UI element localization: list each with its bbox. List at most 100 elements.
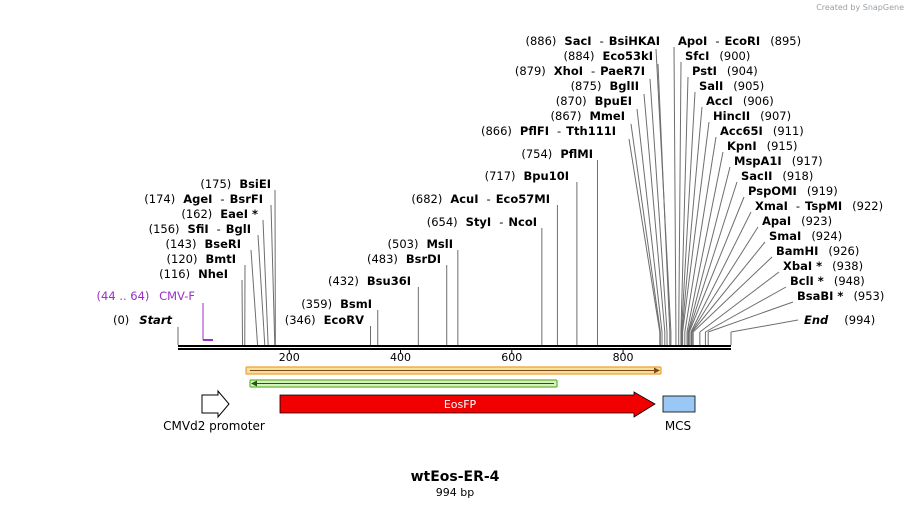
site-position: (886) (525, 34, 556, 48)
site-hincii[interactable]: HincII(907) (713, 109, 791, 123)
site-acui[interactable]: (682)AcuI-Eco57MI (411, 192, 550, 206)
site-xmai[interactable]: XmaI-TspMI(922) (755, 199, 883, 213)
site-name: BsaBI * (797, 289, 843, 303)
site-xbai[interactable]: XbaI *(938) (783, 259, 863, 273)
site-name: ApaI (762, 214, 791, 228)
site-name: NheI (198, 267, 228, 281)
site-eaei[interactable]: (162)EaeI * (181, 207, 258, 221)
end-label[interactable]: End (994) (804, 313, 875, 327)
site-line (691, 226, 759, 333)
site-position: (654) (427, 215, 458, 229)
site-ecorv[interactable]: (346)EcoRV (285, 313, 364, 327)
site-position: (938) (832, 259, 863, 273)
site-styi[interactable]: (654)StyI-NcoI (427, 215, 537, 229)
site-mmei[interactable]: (867)MmeI (551, 109, 625, 123)
site-pflfi[interactable]: (866)PflFI-Tth111I (481, 124, 616, 138)
site-name: SmaI (769, 229, 801, 243)
site-name: BmtI (205, 252, 236, 266)
start-label[interactable]: (0) Start (113, 313, 173, 327)
sequence-backbone (178, 345, 731, 350)
site-line (686, 151, 724, 333)
site-separator: - (487, 192, 491, 206)
start-name: Start (139, 313, 172, 327)
site-line (680, 91, 696, 333)
site-name: BpuEI (595, 94, 632, 108)
site-bsrdi[interactable]: (483) BsrDI (367, 252, 441, 266)
site-name: BamHI (776, 244, 818, 258)
site-bsu36i[interactable]: (432)Bsu36I (328, 274, 411, 288)
site-mspa1i[interactable]: MspA1I(917) (734, 154, 823, 168)
snapgene-credit: Created by SnapGene (816, 3, 904, 12)
site-name: HincII (713, 109, 750, 123)
feature-mcs[interactable]: MCS (662, 395, 696, 433)
site-alt-name: Tth111I (566, 124, 616, 138)
site-position: (483) (367, 252, 398, 266)
site-position: (905) (733, 79, 764, 93)
site-position: (953) (853, 289, 884, 303)
site-name: MspA1I (734, 154, 782, 168)
orf-green[interactable] (249, 379, 558, 388)
site-agei[interactable]: (174)AgeI-BsrFI (144, 192, 263, 206)
site-bpuei[interactable]: (870) BpuEI (556, 94, 632, 108)
site-name: MmeI (589, 109, 625, 123)
feature-cmvd2-promoter[interactable]: CMVd2 promoter (163, 389, 265, 433)
site-line (691, 241, 766, 333)
end-name: End (804, 313, 829, 327)
site-acci[interactable]: AccI (906) (706, 94, 774, 108)
site-sfci[interactable]: SfcI(900) (685, 49, 750, 63)
site-msli[interactable]: (503)MslI (388, 237, 453, 251)
site-name: BseRI (204, 237, 241, 251)
site-smai[interactable]: SmaI(924) (769, 229, 842, 243)
site-name: SacII (741, 169, 772, 183)
orf-orange[interactable] (245, 366, 662, 375)
site-eco53ki[interactable]: (884)Eco53kI (564, 49, 653, 63)
site-apai[interactable]: ApaI(923) (762, 214, 832, 228)
ruler-tick-label: 400 (390, 351, 411, 364)
site-name: SfiI (188, 222, 209, 236)
site-kpni[interactable]: KpnI(915) (727, 139, 798, 153)
site-alt-name: Eco57MI (496, 192, 550, 206)
site-name: AccI (706, 94, 733, 108)
site-line (688, 196, 745, 333)
site-bglii[interactable]: (875)BglII (571, 79, 639, 93)
site-bsabi[interactable]: BsaBI * (953) (797, 289, 884, 303)
site-line (657, 63, 671, 333)
site-sfii[interactable]: (156)SfiI-BglI (149, 222, 251, 236)
site-xhoi[interactable]: (879)XhoI-PaeR7I (515, 64, 645, 78)
end-position: (994) (844, 313, 875, 327)
site-position: (906) (743, 94, 774, 108)
site-name: StyI (466, 215, 492, 229)
site-name: Bsu36I (367, 274, 411, 288)
site-bcli[interactable]: BclI *(948) (790, 274, 865, 288)
site-line (673, 46, 677, 333)
site-bpu10i[interactable]: (717)Bpu10I (485, 169, 569, 183)
site-acc65i[interactable]: Acc65I(911) (720, 124, 804, 138)
ruler-tick-label: 800 (613, 351, 634, 364)
sequence-length: 994 bp (436, 486, 474, 499)
site-sacii[interactable]: SacII(918) (741, 169, 813, 183)
site-name: ApoI (678, 34, 707, 48)
site-position: (948) (834, 274, 865, 288)
site-position: (904) (727, 64, 758, 78)
start-position: (0) (113, 313, 129, 327)
site-pspomi[interactable]: PspOMI(919) (748, 184, 838, 198)
feature-eosfp[interactable]: EosFP (279, 391, 656, 418)
primer-cmv-f[interactable]: (44 .. 64) CMV-F (97, 289, 213, 341)
site-saci[interactable]: (886)SacI-BsiHKAI (525, 34, 660, 48)
site-bmti[interactable]: (120) BmtI (167, 252, 236, 266)
site-name: BsrDI (406, 252, 441, 266)
site-position: (870) (556, 94, 587, 108)
site-position: (120) (167, 252, 198, 266)
site-sali[interactable]: SalI(905) (699, 79, 764, 93)
ruler-tick-label: 600 (501, 351, 522, 364)
site-pflmi[interactable]: (754)PflMI (521, 147, 593, 161)
site-bamhi[interactable]: BamHI(926) (776, 244, 859, 258)
site-nhei[interactable]: (116)NheI (159, 267, 228, 281)
site-line (692, 256, 773, 333)
site-bsiei[interactable]: (175)BsiEI (200, 177, 271, 191)
site-apoi[interactable]: ApoI-EcoRI(895) (678, 34, 801, 48)
site-bsmi[interactable]: (359)BsmI (301, 297, 372, 311)
site-bseri[interactable]: (143)BseRI (166, 237, 241, 251)
site-psti[interactable]: PstI(904) (692, 64, 758, 78)
